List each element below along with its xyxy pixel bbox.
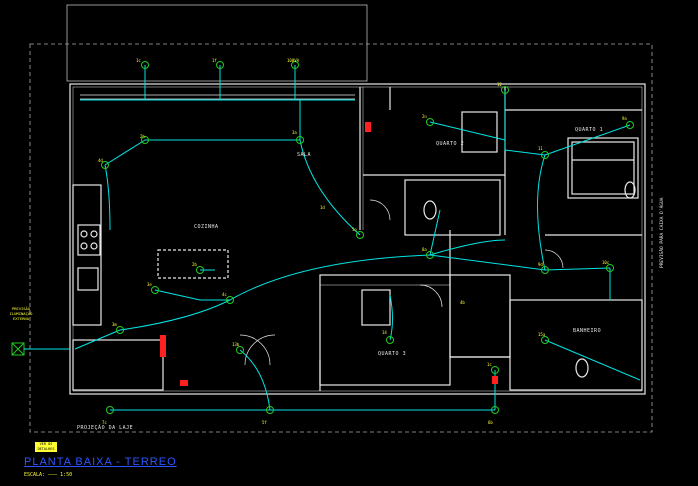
- circuit-node: [236, 346, 244, 354]
- external-feed-box: [11, 342, 70, 356]
- circuit-label: 4b: [460, 300, 465, 305]
- circuit-label: 10c: [602, 260, 610, 265]
- circuit-label: 2b: [192, 262, 197, 267]
- top-rail: [80, 94, 355, 100]
- circuit-node: [101, 161, 109, 169]
- circuit-node: [491, 406, 499, 414]
- room-label-quarto1: QUARTO 1: [575, 127, 604, 133]
- wire-run: [154, 289, 230, 301]
- circuit-node: [296, 136, 304, 144]
- wire-run: [229, 254, 611, 301]
- circuit-label: 9d: [538, 262, 543, 267]
- circuit-node: [426, 251, 434, 259]
- circuit-label: 8a: [422, 247, 427, 252]
- circuit-nodes: [101, 61, 634, 414]
- circuit-node: [626, 121, 634, 129]
- circuit-node: [386, 336, 394, 344]
- wire-run: [299, 139, 361, 236]
- circuit-node: [266, 406, 274, 414]
- circuit-node: [501, 86, 509, 94]
- drawing-title: PLANTA BAIXA - TERREO: [24, 456, 177, 468]
- circuit-label: 7c: [102, 420, 107, 425]
- circuit-label: 4d: [98, 158, 103, 163]
- wire-run: [544, 124, 631, 156]
- detail-stamp: VER OS DETALHES: [35, 442, 57, 452]
- panel-accents: [160, 122, 498, 386]
- room-label-banheiro: BANHEIRO: [573, 328, 602, 334]
- room-label-cozinha: COZINHA: [194, 224, 219, 230]
- circuit-label: 100VA: [287, 58, 300, 63]
- circuit-node: [291, 61, 299, 69]
- circuit-label: 5n: [352, 227, 357, 232]
- room-label-sala: SALA: [297, 152, 312, 158]
- wire-run: [104, 139, 146, 166]
- wire-run: [119, 299, 231, 331]
- circuit-node: [356, 231, 364, 239]
- label-projecao-laje: PROJEÇÃO DA LAJE: [77, 425, 134, 431]
- circuit-label: 1f: [212, 58, 217, 63]
- room-label-quarto2: QUARTO 2: [436, 141, 465, 147]
- circuit-label: 1d: [320, 205, 325, 210]
- circuit-label: 4c: [222, 292, 227, 297]
- circuit-node: [196, 266, 204, 274]
- circuit-label: 12: [497, 82, 502, 87]
- circuit-node: [606, 264, 614, 272]
- circuit-node: [426, 118, 434, 126]
- wire-run: [239, 349, 271, 411]
- circuit-label: 2n: [422, 114, 427, 119]
- circuit-label: 13b: [232, 342, 240, 347]
- circuit-node: [141, 136, 149, 144]
- wire-run: [429, 121, 506, 141]
- wire-run: [74, 329, 121, 350]
- circuit-label: 3a: [292, 130, 297, 135]
- circuit-label: 11: [538, 146, 543, 151]
- circuit-label: 6b: [488, 420, 493, 425]
- circuit-node: [216, 61, 224, 69]
- circuit-label: 9a: [622, 116, 627, 121]
- roof-hatch: [66, 4, 368, 82]
- circuit-label: 3e: [147, 282, 152, 287]
- circuit-label: 1c: [136, 58, 141, 63]
- circuit-label: 1c: [487, 362, 492, 367]
- circuit-node: [491, 366, 499, 374]
- circuit-label: 15a: [538, 332, 546, 337]
- wire-run: [104, 164, 111, 231]
- walls: [69, 83, 646, 395]
- circuit-node: [541, 336, 549, 344]
- circuit-node: [116, 326, 124, 334]
- circuit-label: 5f: [262, 420, 267, 425]
- wire-run: [429, 239, 506, 256]
- circuit-node: [151, 286, 159, 294]
- room-label-quarto3: QUARTO 3: [378, 351, 407, 357]
- side-note: PREVISÃO PARA CAIXA D'ÁGUA: [660, 197, 665, 268]
- wire-run: [537, 154, 546, 271]
- circuit-label: 2h: [140, 134, 145, 139]
- drawing-scale: ESCALA: ——— 1:50: [24, 472, 73, 478]
- circuit-node: [541, 266, 549, 274]
- circuit-node: [226, 296, 234, 304]
- wire-run: [504, 90, 546, 156]
- circuit-node: [106, 406, 114, 414]
- circuit-node: [141, 61, 149, 69]
- circuit-label: 3m: [112, 322, 117, 327]
- external-feed-label: PREVISÃO ILUMINAÇÃO EXTERNA: [9, 306, 33, 321]
- wire-run: [429, 209, 441, 256]
- circuit-label: 14: [382, 330, 387, 335]
- property-boundary: [29, 43, 653, 433]
- wire-run: [544, 339, 641, 381]
- circuit-node: [541, 151, 549, 159]
